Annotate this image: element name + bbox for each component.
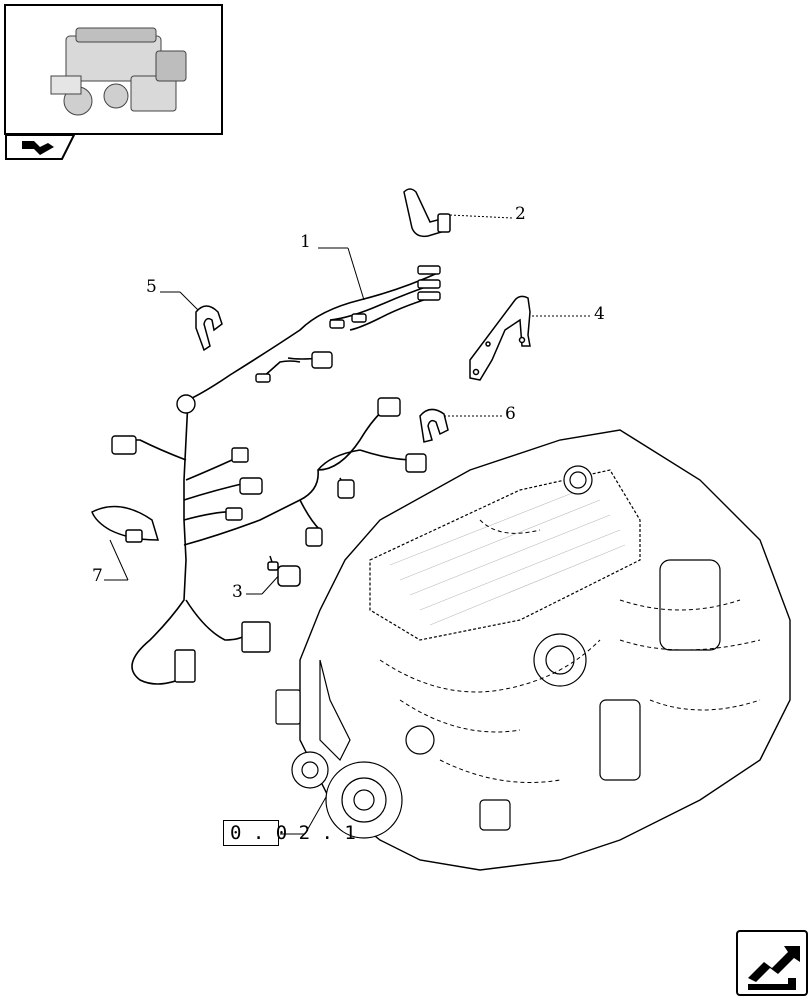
clamp-part-5 (195, 305, 223, 352)
section-tab[interactable] (4, 133, 76, 161)
callout-1: 1 (300, 232, 311, 252)
reference-code: 0 . 0 2 . 1 (230, 822, 356, 844)
clamp-part-6 (419, 408, 449, 443)
next-page-button[interactable] (736, 930, 808, 996)
next-page-arrow-icon (748, 946, 800, 990)
callout-7: 7 (92, 566, 103, 586)
callout-4: 4 (594, 304, 605, 324)
callout-5: 5 (146, 277, 157, 297)
leader-lines (104, 214, 592, 835)
sensor-part-3 (267, 555, 301, 587)
engine-thumbnail-icon (50, 27, 187, 116)
harness-connectors (111, 265, 441, 683)
engine-cover (369, 469, 641, 641)
clamp-part-2 (403, 188, 451, 238)
callout-3: 3 (232, 582, 243, 602)
engine-cover-mesh (389, 489, 626, 626)
reference-code-box (223, 820, 279, 846)
engine-thumbnail (4, 4, 223, 135)
engine-details (275, 465, 721, 839)
engine-dashed-lines (379, 519, 761, 783)
callout-2: 2 (515, 204, 526, 224)
section-arrow-icon (5, 134, 76, 160)
bracket-part-4 (469, 295, 531, 381)
callout-6: 6 (505, 404, 516, 424)
cable-tie-part-7 (91, 505, 160, 543)
